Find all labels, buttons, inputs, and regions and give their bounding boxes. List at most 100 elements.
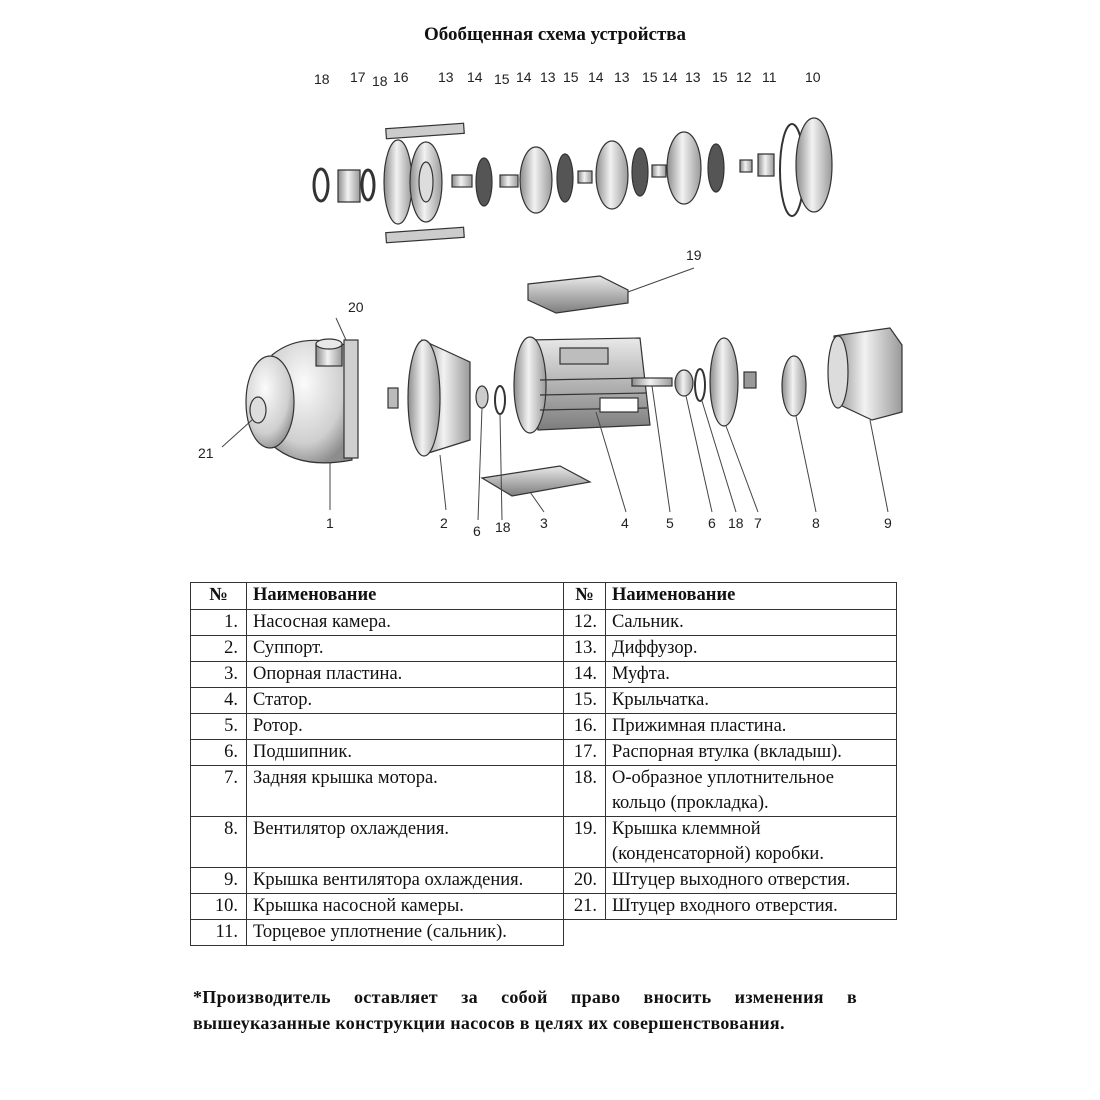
table-row: 3. Опорная пластина. 14. Муфта. [190, 661, 897, 688]
page-title: Обобщенная схема устройства [423, 24, 687, 45]
callout-label: 9 [884, 515, 892, 531]
part-name: Задняя крышка мотора. [246, 765, 564, 817]
part-number: 9. [190, 867, 247, 894]
callout-label: 18 [314, 71, 330, 87]
part-number: 7. [190, 765, 247, 817]
empty-cell [606, 920, 897, 946]
leader-lines [221, 267, 889, 521]
part-name: Статор. [246, 687, 564, 714]
part-number: 11. [190, 919, 247, 946]
callout-label: 17 [350, 69, 366, 85]
part-name: Диффузор. [605, 635, 897, 662]
part-name: Сальник. [605, 609, 897, 636]
column-header: Наименование [246, 582, 564, 610]
part-name: Штуцер выходного отверстия. [605, 867, 897, 894]
callout-label: 18 [372, 73, 388, 89]
part-name: Вентилятор охлаждения. [246, 816, 564, 868]
part-number: 21. [563, 893, 606, 920]
table-row: 11. Торцевое уплотнение (сальник). [190, 919, 897, 946]
part-number: 8. [190, 816, 247, 868]
part-name: Ротор. [246, 713, 564, 740]
part-number: 4. [190, 687, 247, 714]
empty-cell [564, 920, 606, 946]
callout-label: 19 [686, 247, 702, 263]
callouts-top: 18 17 18 16 13 14 15 14 13 15 14 13 15 1… [314, 69, 821, 89]
part-name: Распорная втулка (вкладыш). [605, 739, 897, 766]
callout-label: 15 [712, 69, 728, 85]
exploded-pump-diagram: 18 17 18 16 13 14 15 14 13 15 14 13 15 1… [198, 69, 903, 539]
callout-label: 6 [473, 523, 481, 539]
callout-label: 18 [495, 519, 511, 535]
callout-label: 13 [685, 69, 701, 85]
part-number: 13. [563, 635, 606, 662]
callout-label: 13 [540, 69, 556, 85]
callout-label: 6 [708, 515, 716, 531]
column-header: № [563, 582, 606, 610]
pump-stack-parts [312, 117, 833, 244]
part-name: Крыльчатка. [605, 687, 897, 714]
callout-label: 7 [754, 515, 762, 531]
callout-label: 21 [198, 445, 214, 461]
part-name: О-образное уплотнительное кольцо (прокла… [605, 765, 897, 817]
part-name: Подшипник. [246, 739, 564, 766]
callout-label: 18 [728, 515, 744, 531]
callout-label: 2 [440, 515, 448, 531]
callout-label: 14 [516, 69, 532, 85]
callout-label: 8 [812, 515, 820, 531]
part-number: 12. [563, 609, 606, 636]
part-number: 19. [563, 816, 606, 868]
callout-label: 20 [348, 299, 364, 315]
callout-label: 3 [540, 515, 548, 531]
part-number: 3. [190, 661, 247, 688]
column-header: № [190, 582, 247, 610]
part-number: 10. [190, 893, 247, 920]
callout-label: 4 [621, 515, 629, 531]
callouts-bottom: 19 20 21 1 2 6 18 3 4 5 6 18 7 8 9 [198, 247, 892, 539]
callout-label: 14 [662, 69, 678, 85]
part-number: 20. [563, 867, 606, 894]
callout-label: 14 [467, 69, 483, 85]
motor-assembly [245, 275, 903, 497]
callout-label: 1 [326, 515, 334, 531]
table-row: 7. Задняя крышка мотора. 18. О-образное … [190, 765, 897, 817]
table-row: 4. Статор. 15. Крыльчатка. [190, 687, 897, 714]
table-row: 1. Насосная камера. 12. Сальник. [190, 609, 897, 636]
table-header-row: № Наименование № Наименование [190, 582, 897, 610]
part-name: Крышка вентилятора охлаждения. [246, 867, 564, 894]
callout-label: 14 [588, 69, 604, 85]
manufacturer-footnote: *Производитель оставляет за собой право … [193, 987, 857, 1033]
part-name: Суппорт. [246, 635, 564, 662]
part-number: 2. [190, 635, 247, 662]
callout-label: 5 [666, 515, 674, 531]
callout-label: 11 [762, 69, 777, 85]
callout-label: 15 [494, 71, 510, 87]
part-number: 15. [563, 687, 606, 714]
part-number: 18. [563, 765, 606, 817]
parts-table: № Наименование № Наименование 1. Насосна… [190, 582, 897, 946]
callout-label: 13 [614, 69, 630, 85]
table-row: 9. Крышка вентилятора охлаждения. 20. Шт… [190, 867, 897, 894]
part-name: Насосная камера. [246, 609, 564, 636]
table-row: 6. Подшипник. 17. Распорная втулка (вкла… [190, 739, 897, 766]
callout-label: 10 [805, 69, 821, 85]
part-number: 6. [190, 739, 247, 766]
table-row: 5. Ротор. 16. Прижимная пластина. [190, 713, 897, 740]
callout-label: 16 [393, 69, 409, 85]
callout-label: 13 [438, 69, 454, 85]
table-row: 2. Суппорт. 13. Диффузор. [190, 635, 897, 662]
part-name: Крышка насосной камеры. [246, 893, 564, 920]
part-name: Торцевое уплотнение (сальник). [246, 919, 564, 946]
table-row: 10. Крышка насосной камеры. 21. Штуцер в… [190, 893, 897, 920]
part-name: Прижимная пластина. [605, 713, 897, 740]
callout-label: 15 [563, 69, 579, 85]
part-name: Штуцер входного отверстия. [605, 893, 897, 920]
part-number: 16. [563, 713, 606, 740]
part-number: 17. [563, 739, 606, 766]
part-number: 5. [190, 713, 247, 740]
column-header: Наименование [605, 582, 897, 610]
part-name: Крышка клеммной (конденсаторной) коробки… [605, 816, 897, 868]
part-name: Опорная пластина. [246, 661, 564, 688]
part-number: 1. [190, 609, 247, 636]
callout-label: 15 [642, 69, 658, 85]
table-row: 8. Вентилятор охлаждения. 19. Крышка кле… [190, 816, 897, 868]
